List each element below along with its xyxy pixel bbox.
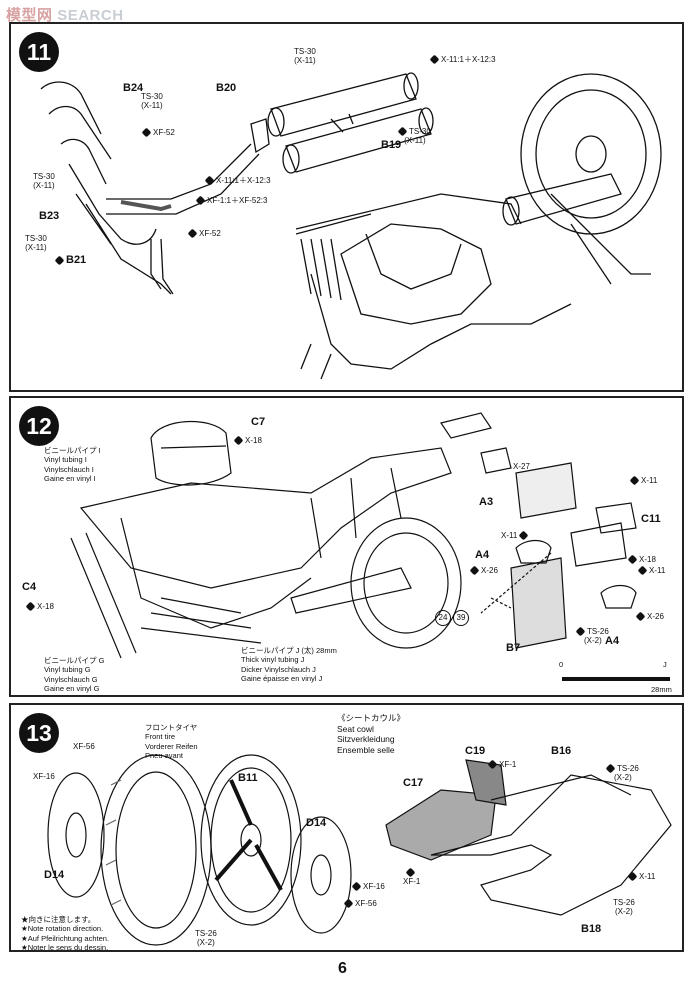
rotation-note: ★向きに注意します。★Note rotation direction.★Auf …: [21, 915, 110, 953]
paint-icon: [637, 565, 648, 576]
paint-code-xf52: XF-52: [141, 127, 175, 138]
part-label-c19: C19: [465, 745, 486, 757]
scale-start: 0: [559, 660, 564, 669]
paint-code-x11: X-11: [627, 871, 655, 882]
part-label-b20: B20: [216, 82, 237, 94]
paint-code-c19: XF-1: [487, 759, 516, 770]
watermark: 模型网 SEARCH: [6, 7, 124, 24]
frame-illustration: [70, 412, 637, 659]
paint-code-ts30-b23: TS-30(X-11): [25, 234, 47, 253]
paint-code-ts30-left: TS-30(X-11): [33, 172, 55, 191]
paint-code-c4: X-18: [25, 601, 54, 612]
paint-code-b16: TS-26(X-2): [605, 763, 639, 782]
step-number-12: 12: [19, 406, 59, 446]
paint-icon: [343, 898, 354, 909]
paint-code-ts30: TS-30(X-11): [294, 47, 316, 66]
part-label-b11: B11: [238, 772, 258, 784]
paint-icon: [25, 601, 36, 612]
scale-length: 28mm: [651, 685, 672, 694]
part-label-d14-left: D14: [44, 869, 65, 881]
page-number: 6: [338, 960, 347, 977]
wheel-seat-illustration: [47, 754, 672, 946]
paint-code-xf16-left: XF-16: [33, 772, 55, 781]
paint-icon: [629, 475, 640, 486]
paint-code-a3: X-27: [513, 462, 530, 471]
paint-code-xf56-right: XF-56: [343, 898, 377, 909]
paint-code-c11-top: X-11: [629, 475, 657, 486]
part-label-b24: B24: [123, 82, 144, 94]
paint-icon: [487, 759, 498, 770]
paint-code-a4-left-b: X-26: [469, 565, 498, 576]
paint-code-ts26-bottom: TS-26(X-2): [195, 929, 217, 948]
part-label-b19: B19: [381, 139, 402, 151]
paint-code-mix: X-11:1＋X-12:3: [429, 54, 496, 65]
part-label-b7: B7: [506, 642, 521, 654]
step-11-panel: 11 TS-30(X-11) X-11:1＋X-12:3 B24 B20 TS-…: [9, 22, 684, 392]
paint-icon: [195, 195, 206, 206]
paint-code-a4-right-a: X-11: [637, 565, 665, 576]
part-label-c17: C17: [403, 777, 424, 789]
part-label-a4-right: A4: [605, 635, 620, 647]
paint-code-xf52-b: XF-52: [187, 228, 221, 239]
paint-icon: [429, 54, 440, 65]
paint-code-ts30-b24: TS-30(X-11): [141, 92, 163, 111]
paint-code-a4-left-a: X-11: [501, 530, 530, 541]
paint-icon: [518, 530, 529, 541]
paint-icon: [469, 565, 480, 576]
paint-code-c11-mid: X-18: [627, 554, 656, 565]
paint-icon: [187, 228, 198, 239]
paint-icon: [627, 871, 638, 882]
scale-bar: [562, 671, 674, 681]
part-label-c4: C4: [22, 581, 37, 593]
part-label-a3: A3: [479, 496, 494, 508]
paint-icon: [54, 255, 65, 266]
part-label-c11: C11: [641, 513, 661, 525]
paint-code-ts30-b19: TS-30(X-11): [397, 126, 431, 145]
paint-code-xf16-right: XF-16: [351, 881, 385, 892]
paint-icon: [351, 881, 362, 892]
step-number-11: 11: [19, 32, 59, 72]
paint-code-a4-right-b: X-26: [635, 611, 664, 622]
paint-code-mix-b: X-11:1＋X-12:3: [204, 175, 271, 186]
paint-code-xf1-xf52: XF-1:1＋XF-52:3: [195, 195, 267, 206]
paint-icon: [627, 554, 638, 565]
part-label-b21: B21: [54, 254, 86, 266]
paint-code-c17: XF-1: [403, 867, 420, 886]
part-label-b23: B23: [39, 210, 60, 222]
part-label-d14-right: D14: [306, 817, 327, 829]
paint-code-b7: TS-26(X-2): [575, 626, 609, 645]
exhaust-illustration: [40, 72, 662, 380]
scale-end: J: [663, 660, 667, 669]
paint-icon: [233, 435, 244, 446]
paint-icon: [635, 611, 646, 622]
part-label-b18: B18: [581, 923, 602, 935]
part-label-c7: C7: [251, 416, 266, 428]
part-label-a4-left: A4: [475, 549, 490, 561]
paint-icon: [141, 127, 152, 138]
paint-code-xf56-top: XF-56: [73, 742, 95, 751]
part-label-b16: B16: [551, 745, 572, 757]
paint-code-c7: X-18: [233, 435, 262, 446]
paint-code-b18: TS-26(X-2): [613, 898, 635, 917]
step-number-13: 13: [19, 713, 59, 753]
paint-icon: [204, 175, 215, 186]
